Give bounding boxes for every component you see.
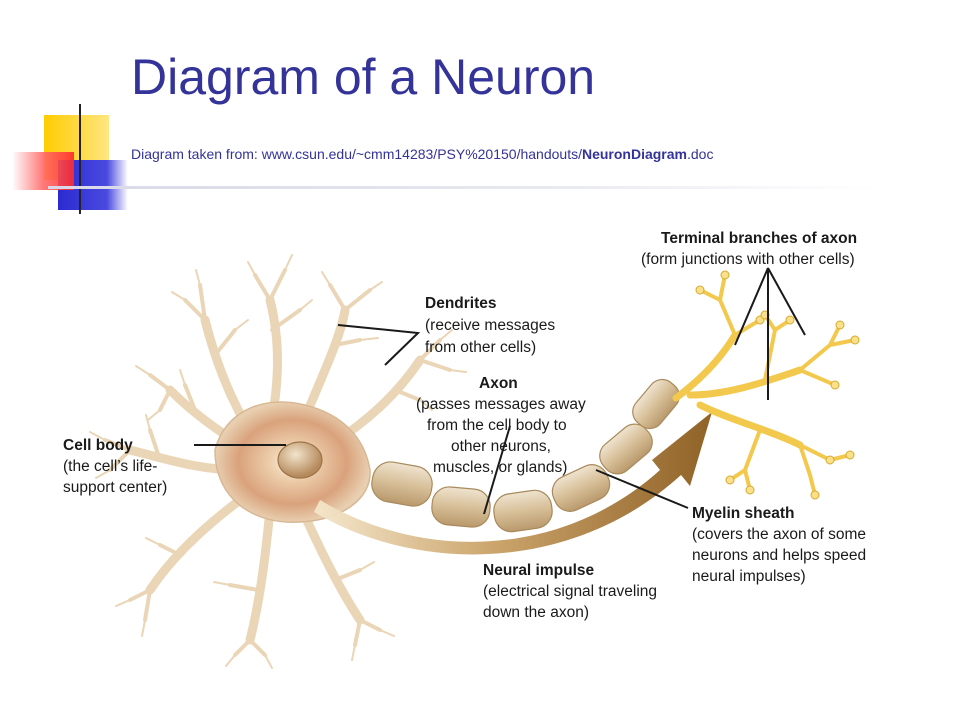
- impulse-desc-2: down the axon): [483, 604, 589, 621]
- dendrites-desc-1: (receive messages: [425, 317, 555, 334]
- source-suffix: .doc: [687, 146, 714, 162]
- axon-desc-4: muscles, or glands): [433, 459, 567, 476]
- dendrites-desc-2: from other cells): [425, 339, 536, 356]
- leader-lines: [194, 267, 806, 515]
- terminal-desc: (form junctions with other cells): [641, 251, 855, 268]
- axon-desc-2: from the cell body to: [427, 417, 567, 434]
- source-bold: NeuronDiagram: [581, 146, 687, 162]
- myelin-desc-3: neural impulses): [692, 568, 806, 585]
- dendrites-title: Dendrites: [425, 295, 497, 312]
- source-citation: Diagram taken from: www.csun.edu/~cmm142…: [131, 146, 713, 162]
- axon-desc-3: other neurons,: [451, 438, 551, 455]
- label-terminal: Terminal branches of axon (form junction…: [641, 230, 857, 268]
- myelin-title: Myelin sheath: [692, 505, 795, 522]
- axon-desc-1: (passes messages away: [416, 396, 586, 413]
- myelin-sheath: [371, 378, 680, 533]
- label-axon: Axon (passes messages away from the cell…: [416, 375, 586, 476]
- impulse-title: Neural impulse: [483, 562, 594, 579]
- nucleus: [277, 441, 323, 479]
- impulse-arrow: [314, 412, 712, 555]
- myelin-desc-1: (covers the axon of some: [692, 526, 866, 543]
- terminal-branches: [672, 273, 857, 497]
- axon-title: Axon: [479, 375, 518, 392]
- title-rule: [48, 186, 878, 189]
- red-square: [12, 152, 74, 190]
- terminal-title: Terminal branches of axon: [661, 230, 857, 247]
- label-cell-body: Cell body (the cell’s life- support cent…: [63, 437, 167, 496]
- cell-body-title: Cell body: [63, 437, 133, 454]
- label-impulse: Neural impulse (electrical signal travel…: [483, 562, 657, 621]
- impulse-desc-1: (electrical signal traveling: [483, 583, 657, 600]
- dendrites: [89, 254, 467, 669]
- cell-body-desc-2: support center): [63, 479, 167, 496]
- label-dendrites: Dendrites (receive messages from other c…: [425, 295, 555, 356]
- slide-title: Diagram of a Neuron: [131, 49, 596, 105]
- corner-decoration: [12, 104, 128, 214]
- source-prefix: Diagram taken from: www.csun.edu/~cmm142…: [131, 146, 582, 162]
- label-myelin: Myelin sheath (covers the axon of some n…: [692, 505, 866, 585]
- myelin-desc-2: neurons and helps speed: [692, 547, 866, 564]
- cell-body-desc-1: (the cell’s life-: [63, 458, 157, 475]
